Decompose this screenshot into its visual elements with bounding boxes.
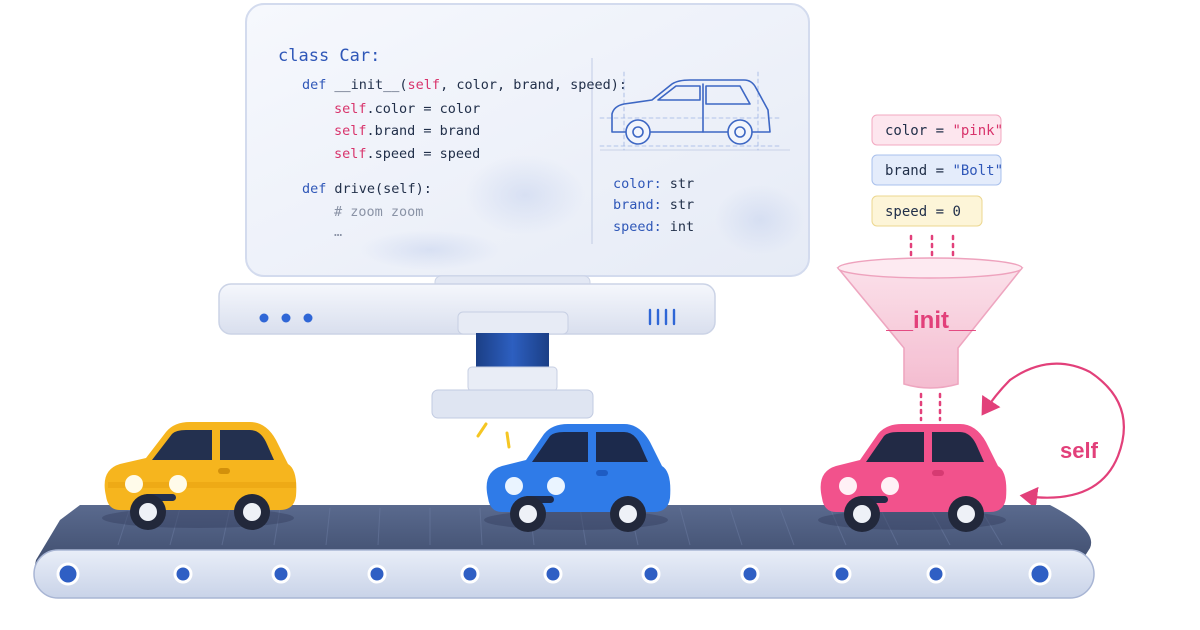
init-body-line-3: self.speed = speed — [334, 146, 480, 162]
svg-text:speed = 0: speed = 0 — [885, 204, 961, 220]
vent-lines-icon — [648, 308, 676, 326]
car-blue — [484, 424, 671, 532]
init-body-line-1: self.color = color — [334, 101, 480, 117]
attribute-color: color:str — [613, 176, 694, 192]
chip-brand: brand = "Bolt" — [871, 154, 1003, 186]
conveyor-belt — [33, 505, 1095, 599]
car-blueprint-icon — [599, 71, 783, 151]
comment-line: # zoom zoom — [334, 204, 423, 220]
attribute-list: color:str brand:str speed:int — [613, 176, 694, 235]
class-line: class Car: — [278, 46, 380, 66]
code-block: class Car: def__init__(self, color, bran… — [278, 46, 627, 240]
belt-rollers — [56, 562, 1052, 586]
funnel-label: __init__ — [885, 307, 976, 334]
funnel-icon: __init__ — [836, 257, 1024, 422]
self-label: self — [1060, 438, 1099, 463]
attribute-speed: speed:int — [613, 219, 694, 235]
car-yellow — [102, 422, 297, 530]
init-arguments: color = "pink" brand = "Bolt" speed = 0 — [871, 114, 1003, 268]
loop-arrow-icon — [981, 362, 1125, 509]
init-def-line: def__init__(self, color, brand, speed): — [302, 77, 627, 93]
svg-text:color = "pink": color = "pink" — [885, 123, 1003, 139]
chip-color: color = "pink" — [871, 114, 1003, 146]
attribute-brand: brand:str — [613, 197, 694, 213]
press-plate — [431, 389, 594, 419]
car-pink — [818, 424, 1007, 532]
press-stem — [476, 333, 549, 369]
chip-speed: speed = 0 — [871, 195, 983, 227]
ellipsis-line: … — [334, 224, 342, 240]
init-body-line-2: self.brand = brand — [334, 123, 480, 139]
monitor: class Car: def__init__(self, color, bran… — [218, 3, 810, 449]
menu-dots-icon — [259, 313, 313, 323]
svg-text:brand = "Bolt": brand = "Bolt" — [885, 163, 1003, 179]
